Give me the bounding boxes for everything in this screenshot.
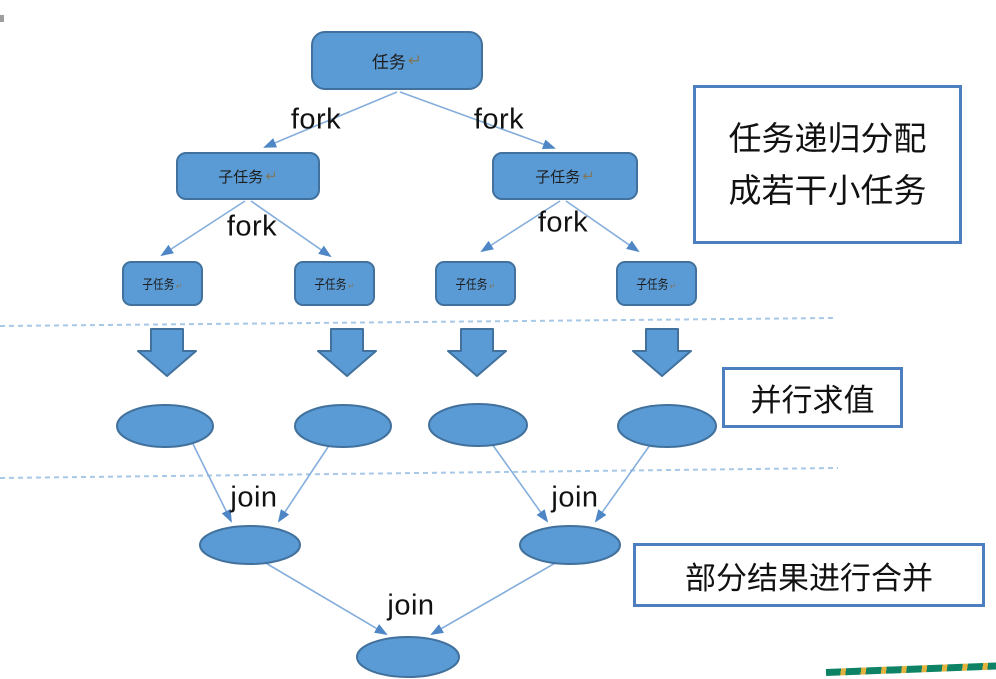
fork-arrow-subleft-right [250, 200, 332, 258]
paragraph-mark-icon: ↵ [348, 281, 355, 291]
task-root-node: 任务↵ [311, 31, 483, 90]
block-down-arrow-2 [317, 328, 377, 377]
fork-arrow-root-right [399, 91, 556, 149]
leaf-task-node-2: 子任务↵ [294, 261, 375, 306]
task-root-label: 任务 [371, 53, 406, 72]
annotation-parallel-eval: 并行求值 [722, 367, 903, 428]
block-down-arrow-3 [447, 328, 507, 377]
paragraph-mark-icon: ↵ [582, 168, 595, 185]
block-down-arrow-1 [137, 328, 197, 377]
merge-ellipse-right [519, 525, 621, 565]
edge-tick-decoration [0, 15, 4, 22]
leaf-task-label: 子任务↵ [142, 277, 183, 292]
eval-ellipse-3 [428, 403, 528, 447]
leaf-task-node-1: 子任务↵ [122, 261, 203, 306]
fork-label-top-right: fork [473, 103, 525, 136]
annotation-split-line2: 成若干小任务 [728, 171, 927, 209]
subtask-label: 子任务 [535, 168, 581, 186]
fork-arrow-subright-left [480, 200, 561, 253]
subtask-node-left: 子任务↵ [176, 152, 320, 200]
block-down-arrow-4 [632, 328, 692, 377]
annotation-split-tasks: 任务递归分配 成若干小任务 [693, 85, 962, 244]
eval-ellipse-2 [294, 404, 392, 448]
fork-label-mid-right: fork [537, 206, 589, 239]
dashed-separator-top [0, 317, 835, 327]
leaf-task-node-3: 子任务↵ [435, 261, 516, 306]
annotation-split-line1: 任务递归分配 [728, 120, 927, 158]
dashed-separator-bottom [0, 467, 839, 479]
leaf-task-node-4: 子任务↵ [616, 261, 697, 306]
leaf-task-label: 子任务↵ [455, 277, 496, 292]
paragraph-mark-icon: ↵ [670, 281, 677, 291]
join-arrow-e1 [192, 443, 232, 523]
eval-ellipse-1 [116, 404, 214, 448]
subtask-label: 子任务 [218, 168, 264, 186]
fork-label-mid-left: fork [226, 210, 278, 243]
paragraph-mark-icon: ↵ [265, 168, 278, 185]
fork-arrow-subright-right [565, 200, 640, 253]
subtask-node-right: 子任务↵ [492, 152, 638, 200]
fork-arrow-subleft-left [160, 200, 246, 257]
paragraph-mark-icon: ↵ [176, 281, 183, 291]
join-arrow-e2 [277, 443, 331, 523]
eval-ellipse-4 [617, 404, 717, 448]
annotation-merge-results: 部分结果进行合并 [633, 543, 985, 607]
join-label-bottom: join [387, 589, 435, 622]
join-label-right: join [551, 481, 599, 514]
join-arrow-right-final [430, 561, 558, 635]
final-result-ellipse [356, 636, 460, 678]
merge-ellipse-left [199, 525, 301, 565]
join-label-left: join [230, 481, 278, 514]
join-arrow-e3 [491, 443, 549, 523]
paragraph-mark-icon: ↵ [407, 50, 423, 70]
leaf-task-label: 子任务↵ [636, 277, 677, 292]
annotation-merge-text: 部分结果进行合并 [685, 560, 933, 596]
join-arrow-left-final [263, 561, 388, 636]
fork-label-top-left: fork [290, 103, 342, 136]
paragraph-mark-icon: ↵ [489, 281, 496, 291]
fork-arrow-root-left [263, 91, 398, 148]
leaf-task-label: 子任务↵ [314, 277, 355, 292]
join-arrow-e4 [594, 444, 651, 523]
annotation-parallel-text: 并行求值 [750, 383, 875, 418]
